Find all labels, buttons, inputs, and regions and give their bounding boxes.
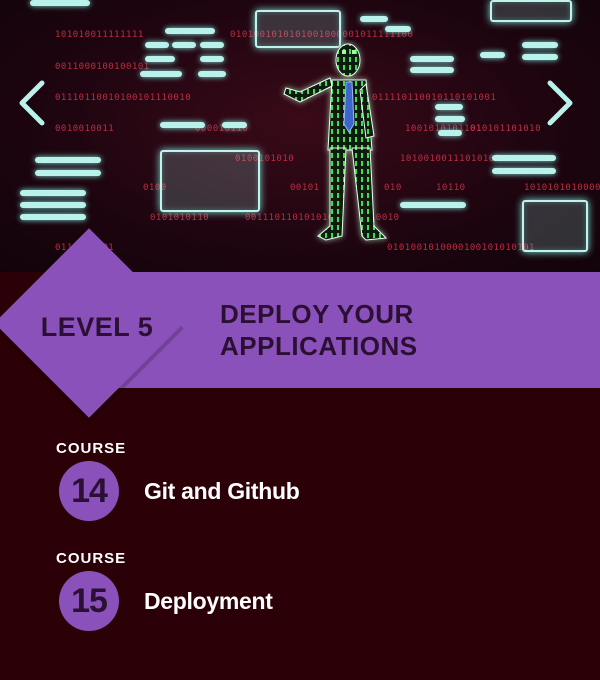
glow-bar — [160, 122, 205, 128]
binary-text: 0100101010 — [235, 154, 295, 164]
glow-bar — [165, 28, 215, 34]
binary-text: 101010011111111 — [55, 30, 144, 40]
binary-text: 1010101010000 — [524, 183, 600, 193]
glow-bar — [438, 130, 462, 136]
binary-text: 011110110010110101001 — [372, 93, 497, 103]
binary-text: 0100 — [143, 183, 167, 193]
binary-text: 10100100111010101 — [400, 154, 501, 164]
glow-bar — [522, 54, 558, 60]
glow-bar — [222, 122, 247, 128]
glow-bar — [20, 190, 86, 196]
binary-text: 00101 — [290, 183, 320, 193]
glow-bar — [35, 170, 101, 176]
binary-text: 000010110 — [195, 124, 249, 134]
binary-text: 010 — [384, 183, 402, 193]
level-title-line2: APPLICATIONS — [220, 331, 418, 361]
binary-text: 0010010011 — [55, 124, 115, 134]
glow-window-panel — [255, 10, 341, 48]
matrix-man-figure — [283, 43, 388, 241]
level-title: DEPLOY YOUR APPLICATIONS — [220, 298, 520, 362]
binary-text: 010101101010 — [470, 124, 542, 134]
hero-illustration: 101010011111111 010100101010100100000101… — [0, 0, 600, 272]
glow-bar — [20, 202, 86, 208]
glow-bar — [492, 168, 556, 174]
binary-text: 0101001010000100101010101 — [387, 243, 535, 253]
binary-text: 0011000100100101 — [55, 62, 150, 72]
binary-text: 001110110101010 — [245, 213, 334, 223]
chevron-right-icon[interactable] — [540, 78, 580, 128]
course-number-badge: 15 — [59, 571, 119, 631]
glow-bar — [435, 116, 465, 122]
binary-text: 1001010101101 — [405, 124, 482, 134]
glow-window-panel — [490, 0, 572, 22]
glow-bar — [385, 26, 411, 32]
binary-text: 01110110010100101110010 — [55, 93, 192, 103]
glow-bar — [140, 71, 182, 77]
glow-bar — [30, 0, 90, 6]
level-banner — [110, 272, 600, 388]
glow-bar — [480, 52, 505, 58]
glow-bar — [145, 56, 175, 62]
glow-bar — [200, 42, 224, 48]
chevron-left-icon[interactable] — [12, 78, 52, 128]
level-label: LEVEL 5 — [40, 312, 154, 342]
glow-bar — [410, 67, 454, 73]
glow-bar — [200, 56, 224, 62]
course-title[interactable]: Git and Github — [144, 478, 300, 504]
glow-bar — [400, 202, 466, 208]
course-caption: COURSE — [56, 440, 127, 457]
binary-text: 0101001010101001000001011111100 — [230, 30, 414, 40]
binary-text: 10110 — [436, 183, 466, 193]
course-number-badge: 14 — [59, 461, 119, 521]
glow-bar — [410, 56, 454, 62]
binary-text: 10010 — [370, 213, 400, 223]
glow-bar — [172, 42, 196, 48]
course-caption: COURSE — [56, 550, 127, 567]
glow-bar — [522, 42, 558, 48]
glow-bar — [492, 155, 556, 161]
glow-bar — [20, 214, 86, 220]
glow-window-panel — [160, 150, 260, 212]
glow-bar — [35, 157, 101, 163]
glow-bar — [145, 42, 169, 48]
glow-bar — [198, 71, 226, 77]
course-title[interactable]: Deployment — [144, 588, 273, 614]
glow-bar — [435, 104, 463, 110]
glow-window-panel — [522, 200, 588, 252]
binary-text: 0101010110 — [150, 213, 210, 223]
level-title-line1: DEPLOY YOUR — [220, 299, 414, 329]
glow-bar — [360, 16, 388, 22]
